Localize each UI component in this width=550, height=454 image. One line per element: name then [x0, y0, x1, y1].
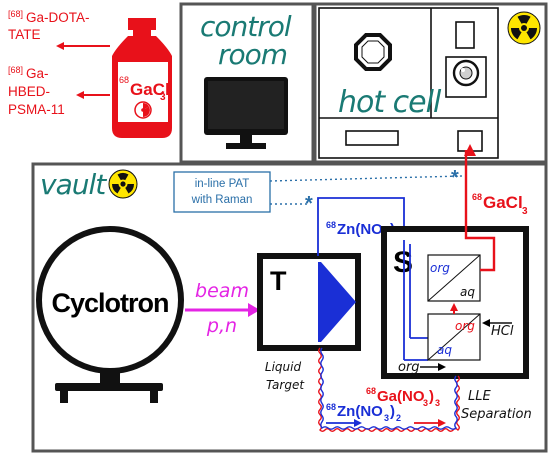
zn-bottom-sub3: 3: [384, 413, 389, 423]
product-2-isotope: [68]: [8, 65, 23, 75]
zn-bottom-mass-number: 68: [326, 402, 336, 412]
target-letter: T: [270, 266, 287, 296]
lower-aq-label: aq: [437, 343, 452, 357]
zn-bottom-sub2: 2: [396, 413, 401, 423]
octagon-hatch-icon: [354, 33, 392, 71]
dose-calibrator-icon: [445, 56, 487, 98]
hot-cell-inlet-vial: [457, 130, 483, 152]
hcl-label: HCl: [491, 324, 514, 339]
product-2-name-cont1: HBED-: [8, 84, 50, 99]
radiation-icon-hot-cell: [507, 11, 541, 45]
product-1-name: Ga-DOTA-: [26, 10, 90, 25]
ga-mass-number: 68: [366, 386, 376, 396]
hot-cell-tray: [345, 130, 399, 146]
zn-bottom-close: ): [390, 403, 395, 420]
control-room-wall: [179, 2, 315, 164]
pat-label-2: with Raman: [191, 194, 253, 206]
gacl3-bottle: [112, 18, 172, 138]
hot-cell-wall: [313, 2, 548, 164]
zn-top-label: Zn(NO: [337, 221, 383, 238]
zn-bottom-label: Zn(NO: [337, 403, 383, 420]
hot-cell-label: hot cell: [338, 85, 442, 120]
control-room-label-2: room: [218, 38, 287, 71]
target-chamber: [321, 262, 356, 342]
product-1-isotope: [68]: [8, 9, 23, 19]
zn-top-mass-number: 68: [326, 220, 336, 230]
pat-probe-line-top: [269, 175, 463, 182]
vault-wall: [31, 162, 548, 453]
out-sub3: 3: [522, 206, 528, 217]
pat-marker-ga: *: [451, 167, 459, 189]
ga-label: Ga(NO: [377, 388, 425, 405]
out-gacl: GaCl: [483, 193, 523, 212]
pat-label: in-line PAT: [195, 178, 250, 190]
ga-sub3b: 3: [435, 398, 440, 408]
zn-return-line: [320, 347, 458, 430]
control-room-label: control: [200, 10, 292, 43]
out-mass-number: 68: [472, 192, 482, 202]
separator-letter: S: [393, 246, 413, 279]
cyclotron-icon: [36, 226, 184, 403]
product-2-name: Ga-: [26, 66, 49, 81]
vault-label: vault: [40, 168, 107, 201]
gacl3-outlet-line: [464, 144, 496, 272]
pat-box: [173, 171, 271, 213]
cyclotron-label: Cyclotron: [51, 288, 168, 318]
radiation-icon-vault: [108, 169, 138, 199]
ga-close: ): [429, 388, 434, 405]
ga-sub3a: 3: [423, 398, 428, 408]
lower-org-label: org: [455, 319, 475, 333]
target-label: Liquid: [265, 360, 302, 374]
target-label-2: Target: [266, 378, 305, 392]
lle-label-2: Separation: [461, 407, 532, 422]
upper-aq-label: aq: [460, 285, 475, 299]
monitor-icon: [204, 77, 288, 149]
pat-marker-zn: *: [305, 193, 313, 215]
hot-cell-enclosure: [318, 7, 499, 159]
bottle-sub3: 3: [160, 92, 166, 103]
product-2-name-cont2: PSMA-11: [8, 102, 65, 117]
bottle-gacl: GaCl: [130, 80, 170, 99]
beam-reaction-label: p,n: [206, 315, 237, 337]
product-1-name-cont: TATE: [8, 27, 41, 42]
beam-label: beam: [195, 280, 249, 302]
lle-label: LLE: [468, 389, 491, 404]
upper-org-label: org: [430, 261, 450, 275]
hot-cell-module-top: [455, 21, 475, 49]
bottle-mass-number: 68: [119, 75, 129, 85]
org-input-label: org: [398, 360, 420, 375]
